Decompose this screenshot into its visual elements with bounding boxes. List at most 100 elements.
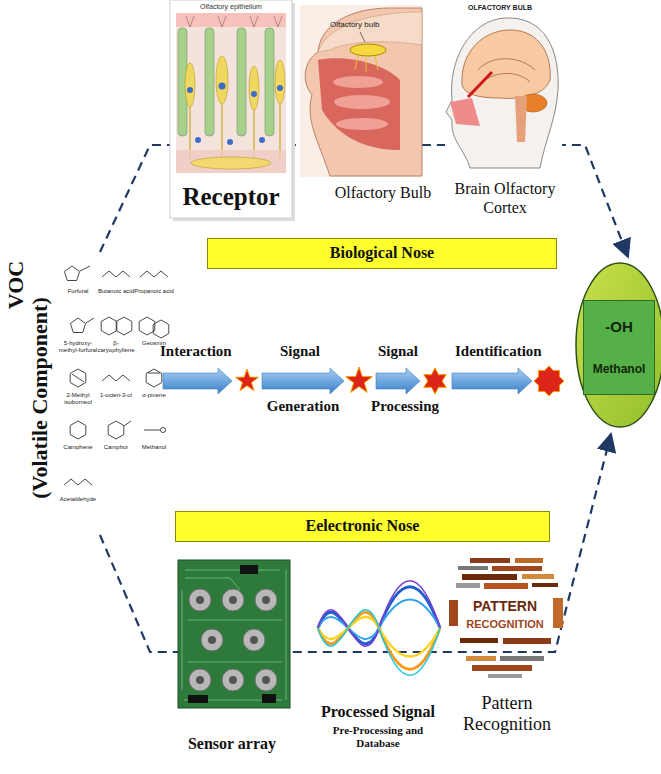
molecule-name: β-caryophyllene (96, 340, 136, 354)
image-label: Olfactory bulb (330, 20, 379, 29)
receptor-illustration (278, 16, 282, 27)
olfactory-bulb-illustration (336, 118, 388, 130)
signal-waves (318, 600, 440, 639)
sensor-array-board (255, 669, 277, 691)
word-cloud (458, 566, 488, 570)
word-cloud (515, 558, 543, 563)
molecule-structures (101, 317, 117, 335)
olfactory-bulb-illustration (318, 58, 400, 150)
word-cloud (466, 656, 496, 661)
receptor-illustration (254, 16, 258, 27)
molecule-structures (102, 271, 130, 277)
node-text: Biological Nose (330, 244, 434, 262)
sensor-array-board (240, 565, 258, 574)
flow-arrow (262, 368, 344, 394)
red-star (534, 366, 564, 396)
node-text: Receptor (182, 183, 279, 212)
figure-caption: Olfactory Bulb (318, 184, 448, 203)
signal-waves (318, 617, 440, 656)
word-cloud (492, 566, 542, 571)
receptor-illustration (251, 91, 257, 97)
receptor-illustration (265, 28, 274, 136)
receptor-illustration (222, 16, 226, 27)
brain-illustration (450, 98, 480, 126)
molecule-structures (139, 317, 155, 335)
receptor-illustration (237, 28, 246, 136)
sensor-array-board (262, 596, 270, 604)
receptor-illustration (191, 157, 271, 169)
molecule-name: Camphor (96, 444, 136, 451)
olfactory-bulb-illustration (300, 5, 422, 177)
side-title: (Volatile Component) (27, 297, 53, 498)
receptor-illustration (187, 87, 193, 93)
flow-arrow (376, 368, 420, 394)
molecule-structures (86, 318, 94, 323)
molecule-name: Propanoic acid (134, 288, 174, 295)
receptor-illustration (187, 83, 283, 146)
sensor-array-board (262, 694, 276, 703)
receptor-panel: Receptor (170, 0, 292, 218)
molecule-structures (70, 421, 86, 439)
sensor-array-board (189, 589, 277, 691)
sensor-array-board (250, 636, 258, 644)
molecule-structures (153, 320, 169, 338)
word-cloud (532, 583, 558, 587)
receptor-illustration (176, 150, 286, 173)
olfactory-bulb-illustration (350, 44, 386, 56)
receptor-illustration (205, 28, 214, 136)
molecule-name: Furfural (58, 288, 98, 295)
word-cloud (488, 674, 522, 678)
figure-caption: Brain Olfactory Cortex (437, 180, 573, 218)
sensor-array-board (188, 695, 208, 703)
molecule-structures (70, 318, 85, 333)
brain-illustration (445, 0, 562, 172)
signal-waves (318, 587, 440, 644)
molecule-name: α-pinene (134, 392, 174, 399)
olfactory-bulb-illustration (333, 76, 390, 130)
signal-waves (318, 581, 440, 676)
molecule-structures (146, 369, 162, 387)
receptor-illustration (186, 16, 190, 27)
olfactory-bulb-illustration (360, 32, 365, 42)
sensor-array-board (182, 570, 286, 700)
receptor-illustration (277, 85, 283, 91)
word-cloud (449, 558, 563, 678)
receptor-illustration (274, 16, 278, 27)
red-star (236, 366, 564, 396)
molecule-name: 5-hydroxy-methyl-furfural (58, 340, 98, 354)
word-cloud (484, 583, 528, 589)
olfactory-bulb-illustration (334, 95, 390, 109)
brain-illustration (468, 72, 492, 97)
figure-caption: Processed Signal (303, 703, 453, 722)
receptor-illustration (249, 66, 259, 110)
sensor-array-board (222, 669, 244, 691)
sensor-array-board (196, 676, 204, 684)
step-label: Signal (265, 343, 335, 361)
biological-nose-band: Biological Nose (207, 238, 557, 269)
word-cloud (500, 656, 544, 661)
receptor-illustration (185, 63, 195, 107)
word-cloud (460, 638, 498, 643)
step-label: Identification (455, 343, 542, 361)
molecule-structures (124, 421, 131, 426)
red-star (424, 368, 447, 394)
molecule-name: Methanol (134, 444, 174, 451)
receptor-illustration (250, 16, 254, 27)
molecule-structures (161, 428, 166, 433)
step-label: Generation (258, 398, 348, 416)
receptor-illustration (275, 60, 285, 104)
word-cloud (522, 574, 554, 579)
receptor-illustration (173, 3, 295, 221)
brain-illustration (485, 73, 530, 82)
node-text: Eelectronic Nose (306, 517, 420, 535)
molecule-structures (140, 271, 168, 277)
olfactory-bulb-illustration (305, 8, 422, 176)
image-label: Olfactory epithelium (176, 3, 286, 11)
word-cloud (503, 638, 551, 644)
molecule-structures (72, 374, 84, 382)
signal-waves (318, 612, 440, 669)
receptor-illustration (218, 16, 222, 27)
node-text: Methanol (593, 363, 646, 377)
